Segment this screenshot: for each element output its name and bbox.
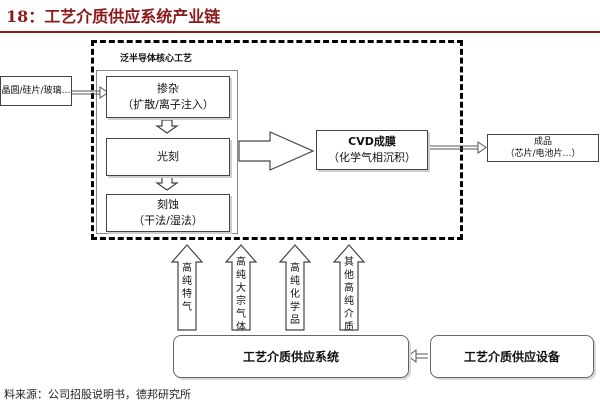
source-note: 料来源：公司招股说明书，德邦研究所 xyxy=(4,388,191,401)
up-arrow-chemicals xyxy=(278,244,312,331)
down-arrow-1 xyxy=(155,119,179,134)
doping-step-name: 掺杂 xyxy=(157,82,179,95)
cvd-step-box: CVD成膜 （化学气相沉积） xyxy=(316,130,428,170)
core-process-frame xyxy=(91,40,463,240)
equipment-to-system-arrow xyxy=(407,349,428,363)
etching-step-name: 刻蚀 xyxy=(157,198,179,211)
core-process-label: 泛半导体核心工艺 xyxy=(120,54,193,64)
supply-system-box: 工艺介质供应系统 xyxy=(173,335,409,378)
up-arrow-bulk-gas xyxy=(224,244,258,331)
supply-system-label: 工艺介质供应系统 xyxy=(242,349,339,364)
media-label-special-gas: 高纯特气 xyxy=(182,263,192,313)
figure-title: 18：工艺介质供应系统产业链 xyxy=(6,7,221,26)
supply-equipment-label: 工艺介质供应设备 xyxy=(463,349,560,364)
input-materials-box: 晶圆/硅片/玻璃… xyxy=(0,76,72,106)
lithography-step-name: 光刻 xyxy=(157,150,179,163)
media-label-chemicals: 高纯化学品 xyxy=(290,263,300,326)
cvd-step-detail: （化学气相沉积） xyxy=(328,151,416,164)
doping-step-detail: （扩散/离子注入） xyxy=(122,98,214,111)
media-label-other-media: 其他高纯介质 xyxy=(344,257,354,333)
final-product-name: 成品 xyxy=(533,137,552,147)
up-arrow-special-gas xyxy=(170,244,204,331)
final-product-detail: （芯片/电池片…） xyxy=(505,149,581,159)
supply-equipment-box: 工艺介质供应设备 xyxy=(430,335,594,378)
to-cvd-arrow xyxy=(238,131,315,171)
input-arrow xyxy=(72,86,109,99)
lithography-step-box: 光刻 xyxy=(106,138,230,176)
doping-step-box: 掺杂 （扩散/离子注入） xyxy=(106,76,230,118)
to-product-arrow xyxy=(430,141,487,154)
up-arrow-other-media xyxy=(332,244,366,331)
title-divider xyxy=(0,31,600,33)
input-materials-label: 晶圆/硅片/玻璃… xyxy=(1,86,71,96)
cvd-step-name: CVD成膜 xyxy=(348,135,396,148)
media-label-bulk-gas: 高纯大宗气体 xyxy=(236,257,246,333)
down-arrow-2 xyxy=(155,176,179,191)
final-product-box: 成品 （芯片/电池片…） xyxy=(487,134,599,162)
etching-step-box: 刻蚀 （干法/湿法） xyxy=(106,194,230,232)
etching-step-detail: （干法/湿法） xyxy=(133,214,203,227)
